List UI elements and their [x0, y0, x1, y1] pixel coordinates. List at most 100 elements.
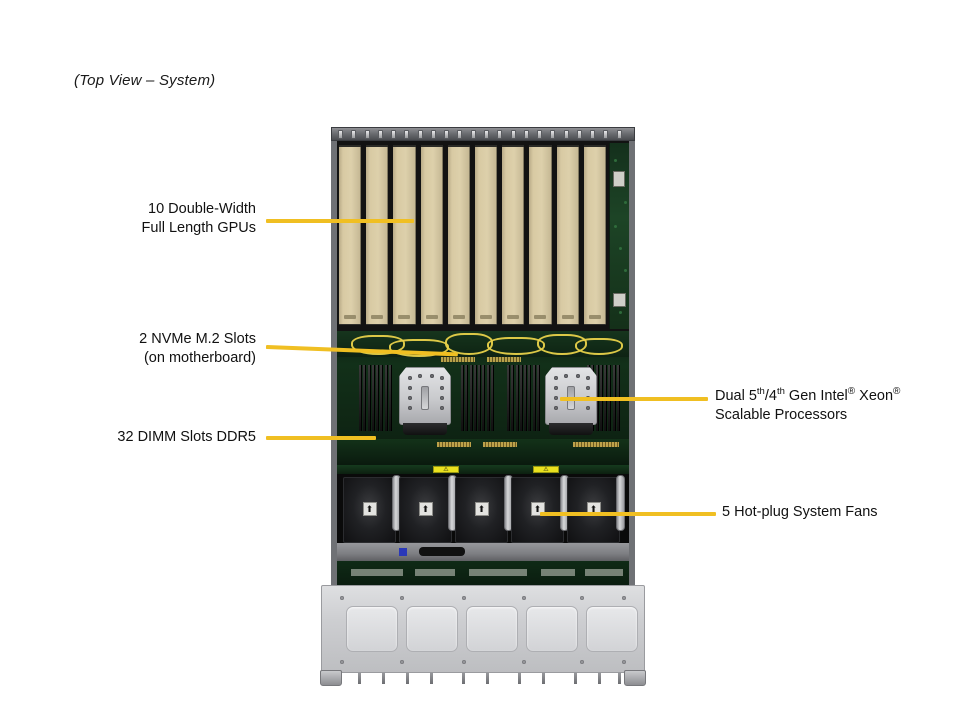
heatsink-screw	[408, 396, 412, 400]
board-connector	[573, 442, 619, 447]
heatsink-screw	[440, 406, 444, 410]
callout-dimm-line1: 32 DIMM Slots DDR5	[117, 429, 256, 445]
cpu-heatsink-1	[399, 367, 451, 425]
cpu-sup-4th: th	[776, 386, 785, 397]
fan-handle[interactable]	[616, 475, 625, 531]
dimm-slot	[536, 365, 539, 431]
fan-module: ⬆	[399, 477, 452, 543]
dimm-slot	[461, 365, 463, 431]
dimm-slot	[473, 365, 476, 431]
chassis-pin	[574, 672, 577, 684]
fan-direction-label: ⬆	[362, 502, 377, 516]
chassis-pin	[406, 672, 409, 684]
dimm-slot	[384, 365, 387, 431]
gpu-card	[529, 145, 552, 325]
dimm-slot	[465, 365, 468, 431]
callout-gpu: 10 Double-Width Full Length GPUs	[96, 200, 256, 238]
m2-slot	[487, 357, 521, 362]
bracket-clip	[404, 130, 410, 139]
pcb-component	[624, 269, 627, 272]
pcb-chip	[613, 293, 626, 307]
panel-screw	[580, 660, 584, 664]
blue-connector	[399, 548, 407, 556]
chassis-foot-left	[320, 670, 342, 686]
page-title: (Top View – System)	[74, 72, 216, 89]
chassis-pin	[358, 672, 361, 684]
panel-screw	[400, 660, 404, 664]
chassis-pin	[462, 672, 465, 684]
dimm-slot	[532, 365, 535, 431]
leader-line-fans	[540, 512, 716, 516]
pcb-chip	[613, 171, 625, 187]
heatsink-screw	[408, 386, 412, 390]
dimm-slot	[367, 365, 370, 431]
gpu-card	[583, 145, 606, 325]
pcb-component	[619, 311, 622, 314]
leader-line-cpu	[560, 397, 708, 401]
pcb-component	[624, 201, 627, 204]
bracket-clip	[550, 130, 556, 139]
chassis-pin	[382, 672, 385, 684]
dimm-slot	[482, 365, 485, 431]
heatsink-screw	[430, 374, 434, 378]
pcb-silkscreen	[585, 569, 623, 576]
pcb-component	[614, 225, 617, 228]
pcb-component	[619, 247, 622, 250]
cpu-text-d: Xeon	[855, 387, 894, 404]
heatsink-screw	[408, 406, 412, 410]
cpu-text-a: Dual 5	[715, 387, 757, 404]
cpu-heatsink-2	[545, 367, 597, 425]
fan-direction-label: ⬆	[474, 502, 489, 516]
dimm-slot	[486, 365, 489, 431]
fan-module: ⬆	[511, 477, 564, 543]
chassis-pin	[542, 672, 545, 684]
m2-slot	[441, 357, 475, 362]
callout-cpu: Dual 5th/4th Gen Intel® Xeon® Scalable P…	[715, 382, 955, 425]
heatsink-screw	[586, 386, 590, 390]
callout-m2-line1: 2 NVMe M.2 Slots	[139, 331, 256, 347]
bracket-clip	[430, 130, 436, 139]
dimm-slot	[371, 365, 374, 431]
psu-bay	[466, 606, 518, 652]
panel-screw	[580, 596, 584, 600]
motherboard-bottom-strip	[337, 439, 629, 465]
bracket-clip	[457, 130, 463, 139]
cpu-text-b: /4	[764, 387, 777, 404]
gpu-card	[420, 145, 443, 325]
panel-screw	[400, 596, 404, 600]
bracket-clip	[537, 130, 543, 139]
cpu-reg-intel: ®	[847, 386, 856, 397]
gpu-bay	[331, 141, 635, 331]
heatsink-screw	[576, 374, 580, 378]
panel-screw	[462, 596, 466, 600]
bracket-clip	[391, 130, 397, 139]
heatsink-screw	[440, 386, 444, 390]
bracket-clip	[377, 130, 383, 139]
gpu-bracket-clips	[336, 130, 632, 140]
fan-module: ⬆	[455, 477, 508, 543]
chassis-pin	[618, 672, 621, 684]
dimm-slot	[519, 365, 522, 431]
chassis-rear-rail	[331, 127, 635, 141]
gpu-card	[502, 145, 525, 325]
pcb-silkscreen	[415, 569, 455, 576]
cpu-socket-base-2	[549, 423, 593, 435]
server-chassis-top-view: ⚠ ⚠ ⬆⬆⬆⬆⬆	[320, 127, 646, 686]
heatsink-screw	[564, 374, 568, 378]
bracket-clip	[523, 130, 529, 139]
chassis-pin	[598, 672, 601, 684]
dimm-slot	[507, 365, 509, 431]
pcb-silkscreen	[469, 569, 527, 576]
heatsink-screw	[418, 374, 422, 378]
heatsink-screw	[554, 406, 558, 410]
panel-screw	[622, 596, 626, 600]
bracket-clip	[497, 130, 503, 139]
fan-bay: ⚠ ⚠ ⬆⬆⬆⬆⬆	[331, 465, 635, 561]
gpu-card	[447, 145, 470, 325]
gpu-card	[556, 145, 579, 325]
dimm-slot	[524, 365, 526, 431]
gpu-card	[393, 145, 416, 325]
warning-arrow-glyph: ⚠	[443, 467, 449, 473]
callout-gpu-line2: Full Length GPUs	[141, 220, 256, 236]
dimm-slot	[469, 365, 472, 431]
